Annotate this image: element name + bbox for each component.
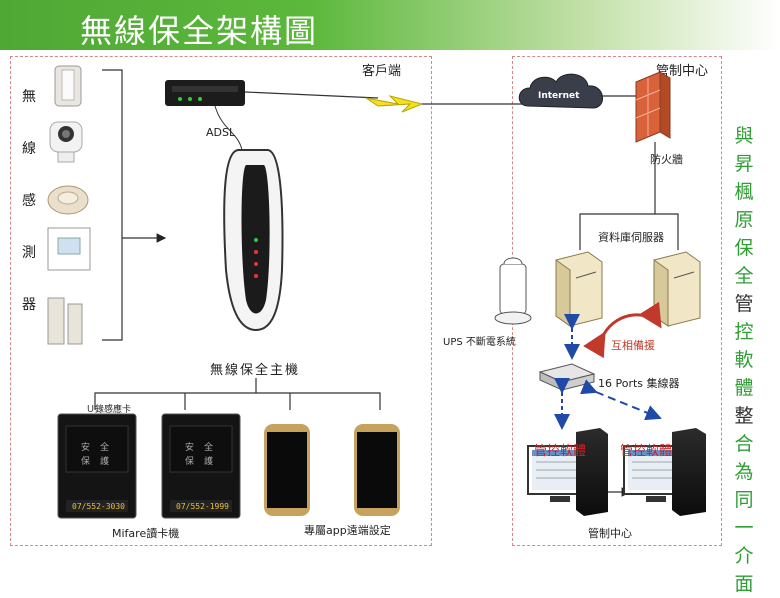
card-reader-icon-2 bbox=[161, 413, 241, 519]
card-screen-text-2a: 安 bbox=[185, 443, 195, 453]
title-banner: 無線保全架構圖 bbox=[0, 0, 780, 50]
control-center-bottom-label: 管制中心 bbox=[588, 527, 632, 540]
side-note-char-15: 一 bbox=[734, 517, 754, 539]
workstation-icon-1 bbox=[527, 428, 608, 516]
workstation-icon-2 bbox=[623, 428, 706, 516]
server-icon-2 bbox=[653, 251, 701, 327]
side-note-char-14: 同 bbox=[734, 489, 754, 511]
internet-label: Internet bbox=[538, 91, 580, 101]
side-note-char-3: 楓 bbox=[734, 181, 754, 203]
db-server-label: 資料庫伺服器 bbox=[598, 231, 664, 244]
ups-icon bbox=[494, 257, 532, 325]
smartphone-icon-1 bbox=[264, 424, 310, 516]
software-label-2: 管控軟體 bbox=[620, 444, 673, 459]
side-note-char-6: 全 bbox=[734, 265, 754, 287]
door-sensor-icon bbox=[54, 65, 82, 107]
card-number-1: 07/552-3030 bbox=[72, 502, 125, 511]
side-note-char-9: 軟 bbox=[734, 349, 754, 371]
smoke-detector-icon bbox=[47, 185, 89, 215]
backup-label: 互相備援 bbox=[611, 339, 655, 352]
server-icon-1 bbox=[555, 251, 603, 327]
side-note-char-10: 體 bbox=[734, 377, 754, 399]
sensor-group-label-char-3: 感 bbox=[22, 193, 36, 209]
side-note-char-5: 保 bbox=[734, 237, 754, 259]
side-note-char-1: 與 bbox=[734, 125, 754, 147]
internet-cloud-icon bbox=[518, 73, 603, 109]
security-host-label: 無線保全主機 bbox=[210, 363, 301, 378]
card-screen-text-1a: 安 bbox=[81, 443, 91, 453]
card-number-2: 07/552-1999 bbox=[176, 502, 229, 511]
control-center-panel-label: 管制中心 bbox=[656, 64, 709, 79]
side-note-char-11: 整 bbox=[734, 405, 754, 427]
sensor-group-label-char-5: 器 bbox=[22, 297, 36, 313]
card-screen-text-2b: 全 bbox=[204, 443, 214, 453]
card-screen-text-2c: 保 bbox=[185, 457, 195, 467]
side-note-char-17: 面 bbox=[734, 573, 754, 595]
card-screen-text-1d: 護 bbox=[100, 457, 110, 467]
client-panel bbox=[10, 56, 432, 546]
software-label-1: 管控軟體 bbox=[534, 444, 587, 459]
side-note-char-8: 控 bbox=[734, 321, 754, 343]
side-note-char-7: 管 bbox=[734, 293, 754, 315]
side-note-char-13: 為 bbox=[734, 461, 754, 483]
architecture-diagram bbox=[47, 65, 706, 519]
magnetic-sensor-icon bbox=[47, 297, 83, 345]
ip-camera-icon bbox=[49, 121, 83, 163]
card-screen-text-1c: 保 bbox=[81, 457, 91, 467]
network-hub-icon bbox=[538, 363, 596, 391]
security-host-device-icon bbox=[223, 149, 284, 332]
firewall-label: 防火牆 bbox=[650, 153, 683, 166]
hub-label: 16 Ports 集線器 bbox=[598, 377, 680, 390]
firewall-icon bbox=[635, 71, 671, 143]
side-note: 與 昇 楓 原 保 全 管 控 軟 體 整 合 為 同 一 介 面 bbox=[732, 122, 756, 598]
adsl-router-icon bbox=[165, 80, 245, 106]
side-note-char-2: 昇 bbox=[734, 153, 754, 175]
sensor-group-label-char-4: 測 bbox=[22, 245, 36, 261]
client-panel-label: 客戶端 bbox=[362, 64, 402, 79]
motion-sensor-icon bbox=[47, 227, 91, 271]
side-note-char-12: 合 bbox=[734, 433, 754, 455]
adsl-label: ADSL bbox=[206, 126, 236, 139]
sensor-group-label-char-2: 線 bbox=[22, 141, 36, 157]
ups-label: UPS 不斷電系統 bbox=[443, 337, 516, 348]
card-reader-label: Mifare讀卡機 bbox=[112, 527, 180, 540]
card-screen-text-2d: 護 bbox=[204, 457, 214, 467]
card-screen-text-1b: 全 bbox=[100, 443, 110, 453]
card-reader-note: Ｕ錄感應卡 bbox=[86, 405, 132, 415]
page-title: 無線保全架構圖 bbox=[80, 12, 319, 50]
sensor-group-label-char-1: 無 bbox=[22, 89, 36, 105]
smartphone-icon-2 bbox=[354, 424, 400, 516]
card-reader-icon-1 bbox=[57, 413, 137, 519]
side-note-char-4: 原 bbox=[734, 209, 754, 231]
side-note-char-16: 介 bbox=[734, 545, 754, 567]
app-label: 專屬app遠端設定 bbox=[304, 524, 391, 537]
